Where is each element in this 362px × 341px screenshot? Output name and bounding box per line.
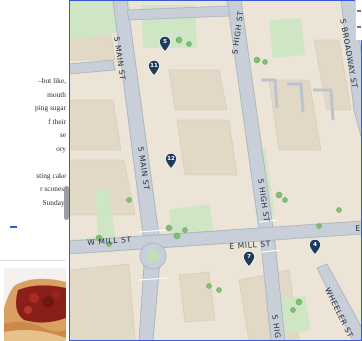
article-link-underline[interactable] [10, 226, 17, 228]
article-body: –but like, mouth ping sugar f their se o… [0, 74, 66, 209]
map-zoom-controls[interactable] [355, 0, 362, 40]
zoom-out-icon[interactable] [357, 26, 361, 28]
article-line: ping sugar [35, 103, 66, 112]
article-line: –but like, [38, 76, 66, 85]
article-line: Sunday. [42, 197, 66, 207]
article-panel: –but like, mouth ping sugar f their se o… [0, 0, 66, 341]
map-pin-icon [148, 60, 160, 76]
map-pin-11[interactable]: 11 [148, 60, 160, 76]
article-line: f their [48, 116, 66, 126]
map-pin-12[interactable]: 12 [165, 153, 177, 169]
map-base-layer [69, 0, 362, 341]
article-line [0, 155, 66, 169]
pastry-photo-image [4, 268, 66, 341]
article-photo [4, 268, 66, 341]
map-pin-icon [159, 36, 171, 52]
map-pin-7[interactable]: 7 [243, 251, 255, 267]
article-line: mouth [47, 89, 66, 99]
map-pin-icon [243, 251, 255, 267]
map-view[interactable]: S MAIN ST S MAIN ST S HIGH ST S HIGH ST … [69, 0, 362, 341]
map-pin-5[interactable]: 5 [159, 36, 171, 52]
map-pin-icon [309, 239, 321, 255]
article-line: r scones. [40, 184, 66, 193]
article-line: ory [56, 143, 66, 153]
article-divider [0, 260, 66, 261]
article-line: sting cake [36, 170, 66, 180]
map-pin-4[interactable]: 4 [309, 239, 321, 255]
street-label-e: E [355, 223, 362, 233]
article-scrollbar-thumb[interactable] [64, 186, 69, 220]
map-pin-number: 5 [163, 38, 167, 45]
map-pin-number: 4 [313, 241, 317, 248]
map-pin-number: 12 [167, 155, 175, 162]
zoom-in-icon[interactable] [357, 10, 361, 12]
article-line: se [59, 130, 66, 139]
map-pin-icon [165, 153, 177, 169]
map-pin-number: 7 [247, 253, 251, 260]
map-pin-number: 11 [150, 62, 158, 69]
